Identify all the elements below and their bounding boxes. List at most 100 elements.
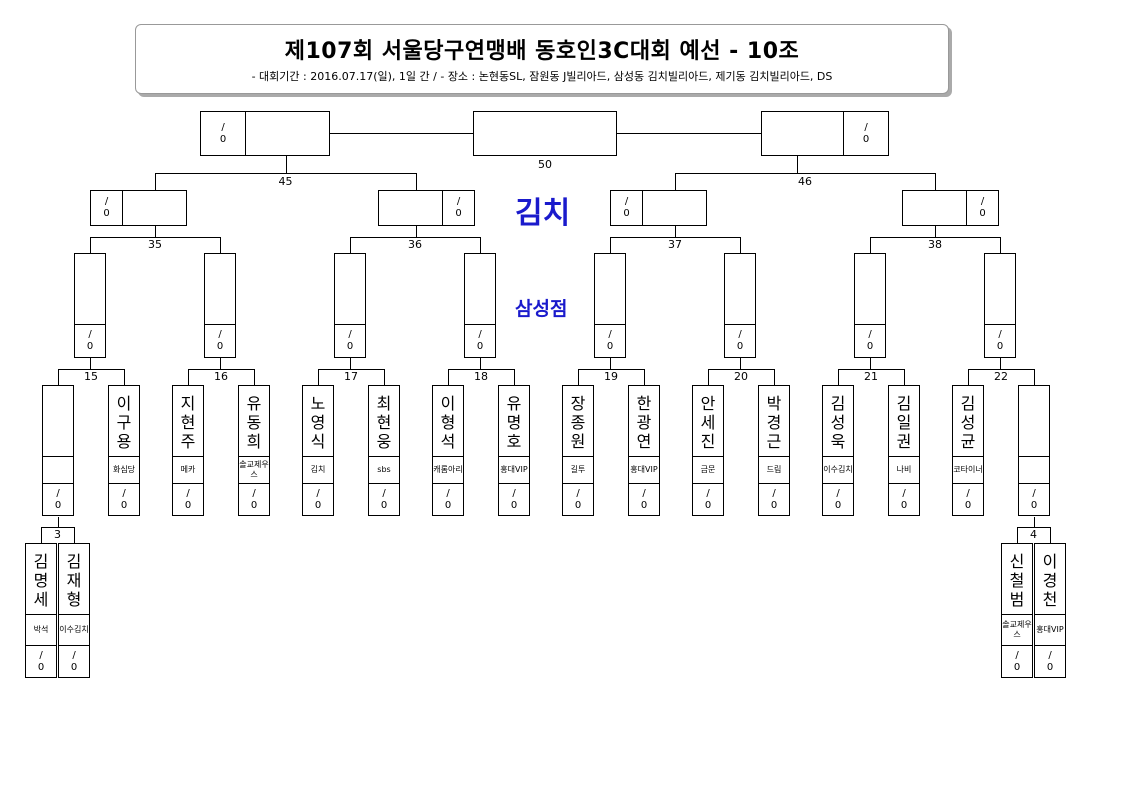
- score-points: 0: [216, 341, 224, 352]
- match-number: 37: [668, 238, 682, 251]
- score-points: 0: [120, 499, 128, 511]
- score-sets: /: [218, 329, 222, 340]
- score-points: 0: [704, 499, 712, 511]
- score-sets: /: [446, 487, 450, 499]
- player-club: 홍대VIP: [628, 456, 660, 484]
- player-club: 홍대VIP: [1034, 614, 1066, 646]
- page-subtitle: - 대회기간 : 2016.07.17(일), 1일 간 / - 장소 : 논현…: [251, 70, 833, 83]
- score-points: 0: [380, 499, 388, 511]
- match-number: 20: [734, 370, 748, 383]
- bracket-line: [220, 358, 221, 369]
- match-number: 35: [148, 238, 162, 251]
- score-points: 0: [476, 341, 484, 352]
- score-sets: /: [478, 329, 482, 340]
- player-club: 화심당: [108, 456, 140, 484]
- score-sets: /: [576, 487, 580, 499]
- score-points: 0: [640, 499, 648, 511]
- round2-box: [984, 253, 1016, 325]
- score-cell: /0: [302, 483, 334, 516]
- score-cell: /0: [594, 324, 626, 358]
- score-sets: /: [966, 487, 970, 499]
- score-sets: /: [902, 487, 906, 499]
- score-points: 0: [510, 499, 518, 511]
- match-number: 21: [864, 370, 878, 383]
- score-cell: /0: [628, 483, 660, 516]
- bracket-line: [74, 527, 75, 543]
- bracket-line: [480, 358, 481, 369]
- bracket-line: [1017, 527, 1018, 543]
- round2-box: [464, 253, 496, 325]
- bracket-line: [188, 369, 189, 385]
- bracket-line: [617, 133, 761, 134]
- player-club: 캐롬아리: [432, 456, 464, 484]
- player-club: 나비: [888, 456, 920, 484]
- match-number: 16: [214, 370, 228, 383]
- bracket-line: [124, 369, 125, 385]
- bracket-line: [774, 369, 775, 385]
- bracket-line: [870, 237, 871, 253]
- bracket-line: [675, 173, 676, 190]
- score-sets: /: [221, 121, 225, 133]
- score-sets: /: [88, 329, 92, 340]
- score-cell: /0: [464, 324, 496, 358]
- bracket-line: [610, 358, 611, 369]
- bracket-line: [740, 358, 741, 369]
- match-number: 22: [994, 370, 1008, 383]
- score-points: 0: [606, 341, 614, 352]
- player-name: [42, 385, 74, 457]
- bracket-line: [350, 358, 351, 369]
- score-points: 0: [770, 499, 778, 511]
- score-points: 0: [1013, 661, 1021, 673]
- player-name: [1018, 385, 1050, 457]
- score-cell: /0: [334, 324, 366, 358]
- score-cell: /0: [238, 483, 270, 516]
- score-points: 0: [834, 499, 842, 511]
- score-points: 0: [1046, 661, 1054, 673]
- bracket-line: [155, 173, 156, 190]
- bracket-line: [416, 173, 417, 190]
- match-number: 46: [798, 175, 812, 188]
- player-club: 박석: [25, 614, 57, 646]
- bracket-line: [1000, 237, 1001, 253]
- score-sets: /: [186, 487, 190, 499]
- score-sets: /: [608, 329, 612, 340]
- bracket-line: [286, 156, 287, 173]
- player-club: sbs: [368, 456, 400, 484]
- bracket-line: [797, 156, 798, 173]
- score-cell: /0: [442, 190, 475, 226]
- score-cell: /0: [200, 111, 246, 156]
- player-club: [1018, 456, 1050, 484]
- player-club: 솔교제우스: [238, 456, 270, 484]
- player-club: 홍대VIP: [498, 456, 530, 484]
- score-sets: /: [1032, 487, 1036, 499]
- score-sets: /: [348, 329, 352, 340]
- score-sets: /: [868, 329, 872, 340]
- bracket-line: [220, 237, 221, 253]
- match-number: 36: [408, 238, 422, 251]
- bracket-line: [350, 237, 351, 253]
- bracket-line: [708, 369, 775, 370]
- score-points: 0: [37, 661, 45, 673]
- score-points: 0: [219, 133, 227, 145]
- score-cell: /0: [1034, 645, 1066, 678]
- bracket-line: [480, 237, 481, 253]
- score-cell: /0: [966, 190, 999, 226]
- bracket-line: [58, 369, 59, 385]
- score-points: 0: [444, 499, 452, 511]
- score-cell: /0: [172, 483, 204, 516]
- player-club: 이수김치: [822, 456, 854, 484]
- score-sets: /: [1048, 649, 1052, 661]
- score-points: 0: [86, 341, 94, 352]
- bracket-line: [870, 358, 871, 369]
- score-sets: /: [836, 487, 840, 499]
- score-points: 0: [866, 341, 874, 352]
- bracket-line: [610, 237, 611, 253]
- bracket-line: [90, 237, 91, 253]
- match-number: 50: [538, 158, 552, 171]
